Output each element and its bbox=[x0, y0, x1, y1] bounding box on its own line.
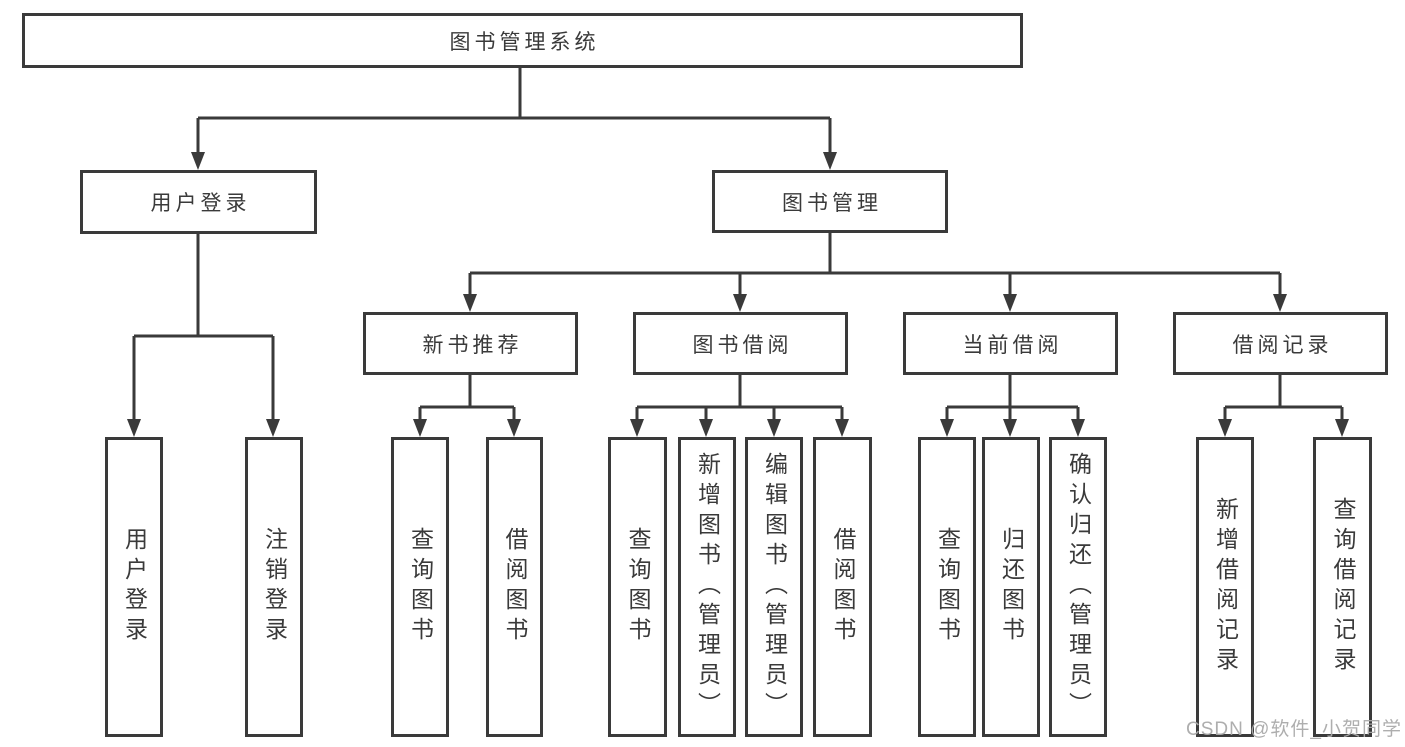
leaf-label: 编辑图书（管理员） bbox=[761, 452, 788, 722]
node-label: 图书管理 bbox=[782, 191, 882, 215]
leaf-user-login: 用户登录 bbox=[105, 437, 163, 737]
leaf-label: 归还图书 bbox=[998, 527, 1025, 647]
leaf-label: 新增图书（管理员） bbox=[694, 452, 721, 722]
node-book-management: 图书管理 bbox=[712, 170, 948, 233]
node-label: 借阅记录 bbox=[1232, 333, 1333, 357]
node-user-login: 用户登录 bbox=[80, 170, 317, 234]
node-new-book-recommend: 新书推荐 bbox=[363, 312, 578, 375]
leaf-confirm-return-admin: 确认归还（管理员） bbox=[1049, 437, 1107, 737]
node-label: 新书推荐 bbox=[422, 333, 523, 357]
leaf-label: 新增借阅记录 bbox=[1212, 497, 1239, 677]
leaf-label: 借阅图书 bbox=[502, 527, 528, 647]
csdn-watermark: CSDN @软件_小贺同学 bbox=[1186, 719, 1402, 740]
leaf-query-books-current: 查询图书 bbox=[918, 437, 976, 737]
node-borrowing-records: 借阅记录 bbox=[1173, 312, 1388, 375]
node-label: 图书管理系统 bbox=[449, 30, 600, 54]
node-label: 用户登录 bbox=[150, 192, 251, 215]
leaf-label: 注销登录 bbox=[261, 527, 288, 647]
leaf-label: 确认归还（管理员） bbox=[1065, 452, 1092, 722]
leaf-borrow-books: 借阅图书 bbox=[813, 437, 872, 737]
node-current-borrowing: 当前借阅 bbox=[903, 312, 1118, 375]
leaf-borrow-books-recommend: 借阅图书 bbox=[486, 437, 543, 737]
node-library-management-system: 图书管理系统 bbox=[22, 13, 1023, 68]
leaf-query-books-borrow: 查询图书 bbox=[608, 437, 667, 737]
leaf-label: 借阅图书 bbox=[830, 527, 856, 647]
node-label: 图书借阅 bbox=[692, 333, 793, 357]
node-book-borrowing: 图书借阅 bbox=[633, 312, 848, 375]
leaf-label: 用户登录 bbox=[121, 527, 148, 647]
arrowhead-icons bbox=[127, 152, 1349, 437]
leaf-label: 查询图书 bbox=[934, 527, 961, 647]
leaf-label: 查询借阅记录 bbox=[1330, 497, 1356, 677]
leaf-query-borrow-record: 查询借阅记录 bbox=[1313, 437, 1372, 737]
leaf-label: 查询图书 bbox=[625, 527, 651, 647]
node-label: 当前借阅 bbox=[962, 333, 1063, 357]
leaf-edit-book-admin: 编辑图书（管理员） bbox=[745, 437, 803, 737]
leaf-return-book: 归还图书 bbox=[982, 437, 1040, 737]
leaf-query-books-recommend: 查询图书 bbox=[391, 437, 449, 737]
leaf-label: 查询图书 bbox=[407, 527, 434, 647]
leaf-add-borrow-record: 新增借阅记录 bbox=[1196, 437, 1254, 737]
leaf-add-book-admin: 新增图书（管理员） bbox=[678, 437, 736, 737]
leaf-logout: 注销登录 bbox=[245, 437, 303, 737]
